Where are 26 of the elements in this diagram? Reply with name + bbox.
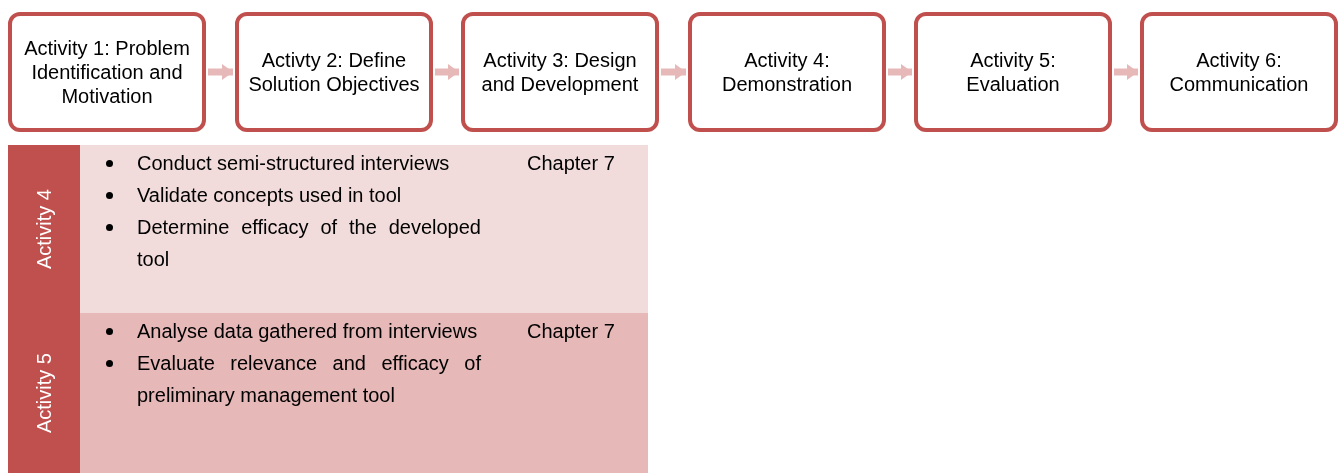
activity-box bbox=[461, 12, 659, 132]
activity-box bbox=[1140, 12, 1338, 132]
list-item: Analyse data gathered from interviews bbox=[137, 319, 479, 344]
chapter-reference: Chapter 7 bbox=[527, 319, 616, 344]
arrow bbox=[661, 64, 686, 80]
list-item: Validate concepts used in tool bbox=[137, 183, 403, 208]
arrow bbox=[208, 64, 233, 80]
chapter-reference: Chapter 7 bbox=[527, 151, 616, 176]
arrow bbox=[435, 64, 459, 80]
activity-title: Activty 2: Define Solution Objectives bbox=[247, 48, 421, 96]
arrow bbox=[888, 64, 912, 80]
list-item: Evaluate relevance and efficacy of preliminary management tool bbox=[137, 351, 481, 408]
row-heading: Activity 4 bbox=[32, 189, 56, 269]
activity-title: Activity 3: Design and Development bbox=[480, 48, 640, 96]
activity-title: Activity 6: Communication bbox=[1168, 48, 1310, 96]
list-item: Determine efficacy of the developed tool bbox=[137, 215, 481, 272]
activity-box bbox=[8, 12, 206, 132]
activity-box bbox=[235, 12, 433, 132]
activity-title: Activity 1: Problem Identification and Motivation bbox=[23, 36, 191, 108]
row-heading: Activity 5 bbox=[32, 353, 56, 433]
activity-box bbox=[688, 12, 886, 132]
arrow bbox=[1114, 64, 1138, 80]
list-item: Conduct semi-structured interviews bbox=[137, 151, 451, 176]
activity-box bbox=[914, 12, 1112, 132]
activity-title: Activity 4: Demonstration bbox=[720, 48, 854, 96]
activity-title: Activity 5: Evaluation bbox=[965, 48, 1061, 96]
